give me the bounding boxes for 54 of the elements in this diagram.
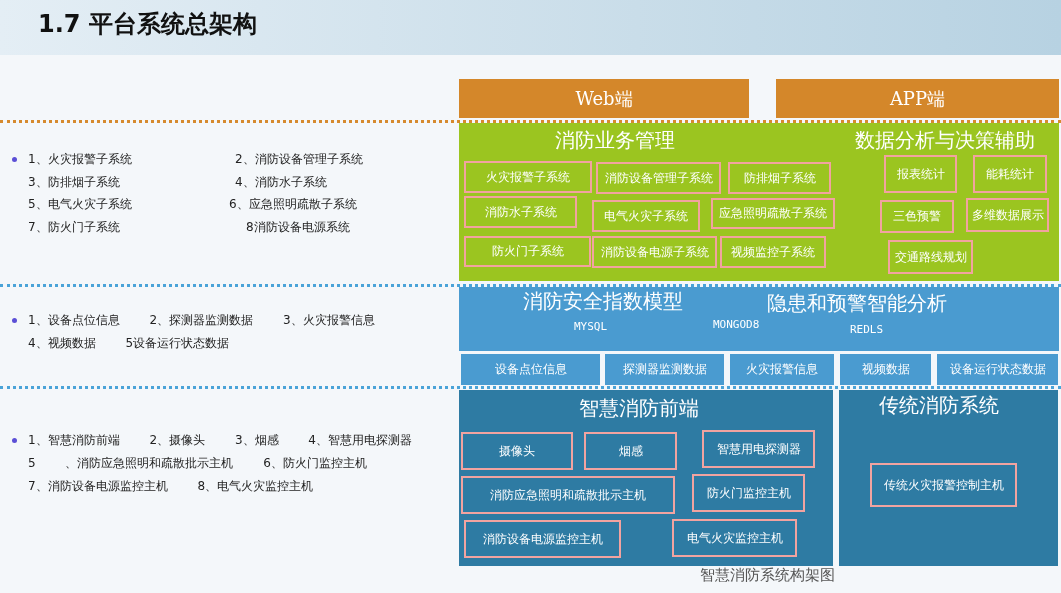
module-box: 多维数据展示 [966, 198, 1049, 232]
list-item: 5、电气火灾子系统 [28, 196, 132, 213]
figure-caption: 智慧消防系统构架图 [700, 566, 835, 585]
list-item: 8消防设备电源系统 [246, 219, 350, 236]
layer-heading: 数据分析与决策辅助 [855, 127, 1035, 154]
module-box: 应急照明疏散子系统 [711, 198, 835, 229]
data-box: 火灾报警信息 [730, 354, 834, 385]
header-bar: APP端 [776, 79, 1059, 118]
module-box: 防排烟子系统 [728, 162, 831, 194]
header-bar: Web端 [459, 79, 749, 118]
database-name: REDLS [850, 323, 884, 336]
list-paragraph: 1、智慧消防前端 2、摄像头 3、烟感 4、智慧用电探测器 5 、消防应急照明和疏散批示主机 6、防火门监控主机 7、消防设备电源监控主机 8、电气火灾监控主机 [28, 432, 413, 495]
module-box: 消防设备电源子系统 [592, 236, 717, 268]
module-box: 能耗统计 [973, 155, 1047, 193]
module-box: 消防水子系统 [464, 196, 577, 228]
page-title: 1.7 平台系统总架构 [38, 9, 257, 40]
module-box: 消防设备管理子系统 [596, 162, 721, 194]
list-item: 4、消防水子系统 [235, 174, 327, 191]
module-box: 消防设备电源监控主机 [464, 520, 621, 558]
module-box: 交通路线规划 [888, 240, 973, 274]
list-paragraph: 1、设备点位信息 2、探测器监测数据 3、火灾报警信息 4、视频数据 5设备运行状态数据 [28, 312, 376, 352]
layer-panel [839, 390, 1058, 566]
module-box: 传统火灾报警控制主机 [870, 463, 1017, 507]
module-box: 报表统计 [884, 155, 957, 193]
list-item: 3、防排烟子系统 [28, 174, 120, 191]
layer-panel [459, 390, 833, 566]
module-box: 防火门监控主机 [692, 474, 805, 512]
module-box: 摄像头 [461, 432, 573, 470]
data-box: 探测器监测数据 [605, 354, 724, 385]
layer-heading: 消防业务管理 [555, 127, 675, 154]
module-box: 烟感 [584, 432, 677, 470]
database-name: MONGOD8 [713, 318, 760, 331]
data-box: 设备点位信息 [461, 354, 600, 385]
module-box: 电气火灾监控主机 [672, 519, 797, 557]
module-box: 三色预警 [880, 200, 954, 233]
module-box: 火灾报警子系统 [464, 161, 592, 193]
layer-heading: 智慧消防前端 [579, 395, 699, 422]
layer-heading: 消防安全指数模型 [523, 288, 683, 315]
module-box: 视频监控子系统 [720, 236, 826, 268]
module-box: 智慧用电探测器 [702, 430, 815, 468]
module-box: 电气火灾子系统 [592, 200, 700, 232]
layer-heading: 隐患和预警智能分析 [767, 290, 947, 317]
layer-panel [459, 123, 1059, 281]
data-box: 视频数据 [840, 354, 931, 385]
layer-panel [459, 287, 1059, 351]
layer-heading: 传统消防系统 [879, 392, 999, 419]
list-item: 1、火灾报警子系统 [28, 151, 132, 168]
list-item: 7、防火门子系统 [28, 219, 120, 236]
module-box: 防火门子系统 [464, 236, 591, 267]
list-item: 2、消防设备管理子系统 [235, 151, 363, 168]
module-box: 消防应急照明和疏散批示主机 [461, 476, 675, 514]
list-item: 6、应急照明疏散子系统 [229, 196, 357, 213]
data-box: 设备运行状态数据 [937, 354, 1058, 385]
database-name: MYSQL [574, 320, 608, 333]
